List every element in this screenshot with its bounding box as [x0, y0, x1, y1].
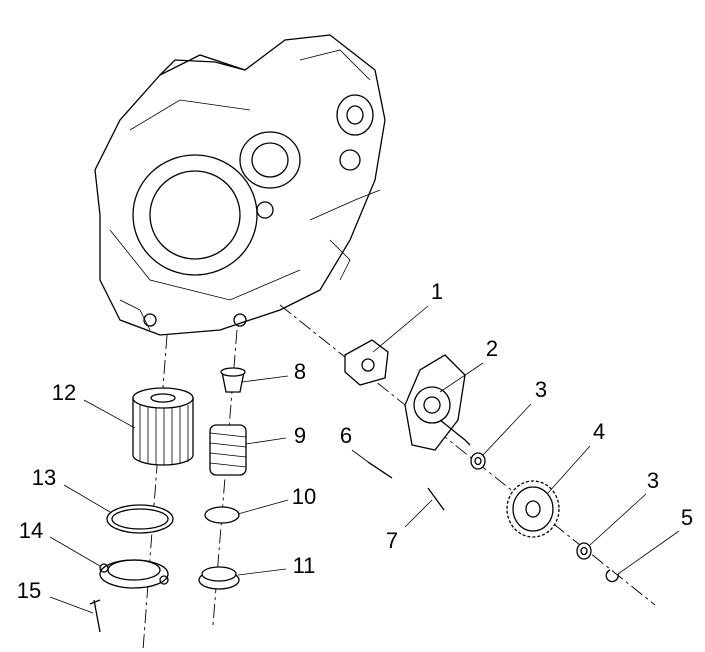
callout-1: 1: [430, 279, 444, 304]
callout-2: 2: [485, 336, 499, 361]
strainer-part: [220, 367, 246, 393]
callout-5: 5: [680, 505, 694, 530]
callout-6: 6: [339, 423, 353, 448]
pump-axis-line: [279, 304, 656, 606]
callout-4: 4: [592, 419, 606, 444]
filter-axis-line: [142, 334, 168, 651]
drain-plug-part: [198, 566, 240, 590]
callout-13: 13: [31, 465, 57, 490]
callout-7: 7: [385, 528, 399, 553]
leader-lines: [49, 305, 680, 614]
oil-filter-part: [132, 387, 194, 466]
spring-part: [209, 424, 247, 476]
callout-12: 12: [51, 380, 77, 405]
circlip-part: [605, 569, 619, 583]
callout-14: 14: [18, 518, 44, 543]
o-ring-part: [204, 506, 240, 524]
gasket-part: [344, 339, 389, 386]
cover-bolt-part: [89, 599, 101, 633]
callout-8: 8: [293, 359, 307, 384]
filter-o-ring-part: [106, 504, 174, 534]
washer-part: [576, 542, 592, 560]
bolt-part: [427, 487, 445, 511]
oil-pump-part: [404, 354, 471, 451]
washer-part: [470, 452, 486, 470]
crankcase-drawing: [94, 34, 386, 336]
callout-15: 15: [16, 578, 42, 603]
callout-10: 10: [291, 484, 317, 509]
callout-3: 3: [534, 377, 548, 402]
callout-3: 3: [646, 468, 660, 493]
callout-11: 11: [292, 553, 316, 578]
oil-pump-gear-part: [506, 480, 560, 538]
callout-9: 9: [293, 423, 307, 448]
filter-cover-part: [99, 559, 169, 589]
